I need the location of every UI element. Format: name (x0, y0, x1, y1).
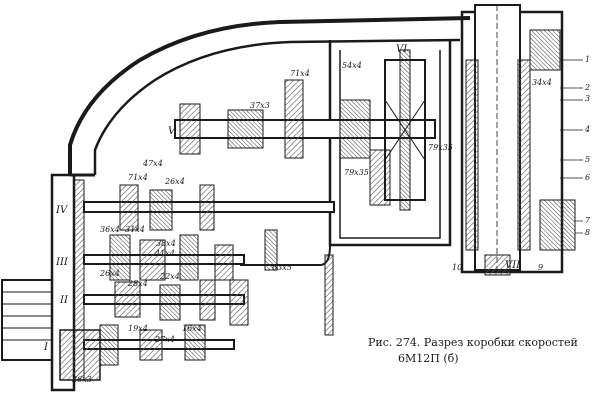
gear-label: 63х5 (272, 263, 292, 272)
shaft-label-iv: IV (55, 205, 69, 216)
caption-line-2: 6М12П (б) (398, 352, 459, 365)
gear-label: 26х4 (99, 269, 120, 278)
gear-label: 47х4 (142, 159, 163, 168)
gear-label: 31х4 (125, 225, 145, 234)
part-number-4: 4 (584, 125, 590, 134)
part-number-10: 10 (452, 263, 462, 272)
part-number-8: 8 (585, 228, 590, 237)
part-number-9: 9 (538, 263, 543, 272)
figure-caption: Рис. 274. Разрез коробки скоростей 6М12П… (368, 336, 578, 365)
gear-label: 27х4 (154, 335, 175, 344)
spindle-assembly (460, 4, 576, 276)
part-number-3: 3 (585, 94, 590, 103)
motor-base (1, 173, 85, 392)
gear-label: 26х3 (71, 375, 92, 384)
shaft-label-v: V (168, 126, 177, 137)
gear-label: 41х4 (154, 249, 175, 258)
shaft-v (174, 79, 436, 206)
shaft-label-vi: VI (396, 44, 408, 55)
gear-label: 79х35 (344, 168, 369, 177)
part-number-7: 7 (585, 216, 591, 225)
part-number-callouts: 1 2 3 4 5 6 7 8 9 10 (452, 55, 591, 272)
gear-label: 36х4 (100, 225, 120, 234)
part-number-6: 6 (585, 173, 590, 182)
gear-label: 37х3 (250, 101, 270, 110)
gear-label: 28х4 (127, 279, 148, 288)
lower-shafts (59, 184, 335, 381)
part-number-5: 5 (585, 155, 590, 164)
gear-label: 19х4 (128, 324, 148, 333)
shaft-label-iii: III (55, 257, 69, 268)
gear-label: 22х4 (159, 272, 180, 281)
gear-label: 79х35 (428, 143, 453, 152)
shaft-label-ii: II (59, 295, 69, 306)
caption-line-1: Рис. 274. Разрез коробки скоростей (368, 336, 578, 349)
gear-label: 71х4 (290, 69, 310, 78)
gear-label: 71х4 (128, 173, 148, 182)
bevel-gear-vi (384, 49, 426, 211)
gear-label: 26х4 (164, 177, 185, 186)
gear-label: 54х4 (342, 61, 362, 70)
shaft-label-i: I (43, 342, 49, 353)
gear-label: 34х4 (532, 78, 552, 87)
gear-labels: 37х3 71х4 54х4 34х4 79х35 79х35 47х4 71х… (71, 61, 552, 384)
gear-label: 38х4 (156, 239, 176, 248)
shaft-labels: I II III IV V VI VII (43, 44, 521, 353)
part-number-1: 1 (585, 55, 590, 64)
gear-label: 16х4 (182, 324, 202, 333)
part-number-2: 2 (584, 83, 590, 92)
shaft-label-vii: VII (505, 260, 521, 271)
